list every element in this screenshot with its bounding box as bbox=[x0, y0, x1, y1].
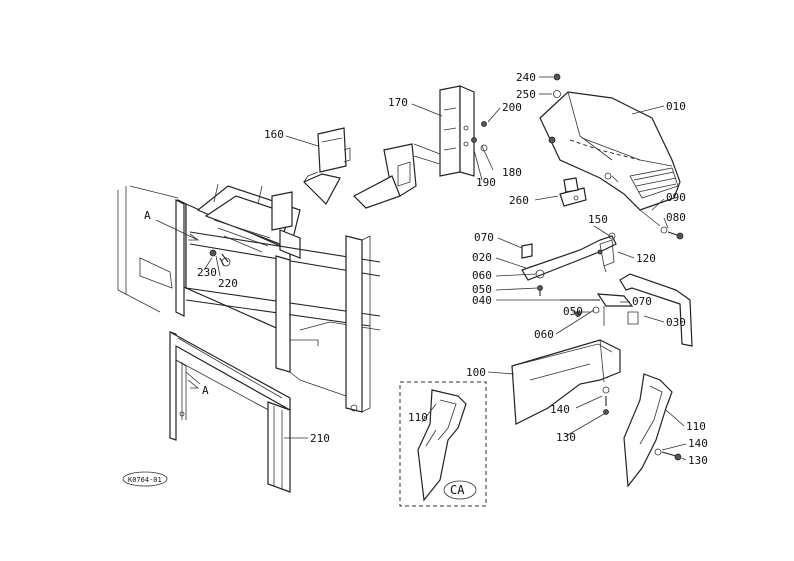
label-180: 180 bbox=[502, 166, 522, 179]
bracket-part-030 bbox=[619, 273, 693, 347]
label-190: 190 bbox=[476, 176, 496, 189]
bolt-part-240 bbox=[553, 73, 561, 98]
label-240: 240 bbox=[516, 71, 536, 84]
bracket-part-170 bbox=[352, 85, 488, 209]
label-170: 170 bbox=[388, 96, 408, 109]
clip-part-070 bbox=[521, 243, 533, 259]
label-160: 160 bbox=[264, 128, 284, 141]
label-250: 250 bbox=[516, 88, 536, 101]
cover-part-160 bbox=[302, 127, 351, 205]
label-070b: 070 bbox=[632, 295, 652, 308]
drawing-code: K0764-01 bbox=[128, 476, 162, 484]
bolt-part-080 bbox=[660, 226, 684, 240]
label-220: 220 bbox=[218, 277, 238, 290]
label-040: 040 bbox=[472, 294, 492, 307]
label-050b: 050 bbox=[563, 305, 583, 318]
label-200: 200 bbox=[502, 101, 522, 114]
label-030: 030 bbox=[666, 316, 686, 329]
variant-box-ca bbox=[399, 381, 487, 507]
panel-part-110 bbox=[623, 373, 682, 488]
variant-label-ca: CA bbox=[450, 483, 465, 497]
label-120: 120 bbox=[636, 252, 656, 265]
label-230: 230 bbox=[197, 266, 217, 279]
label-110b: 110 bbox=[408, 411, 428, 424]
panel-part-100 bbox=[511, 339, 621, 425]
label-110a: 110 bbox=[686, 420, 706, 433]
label-130a: 130 bbox=[556, 431, 576, 444]
label-060b: 060 bbox=[534, 328, 554, 341]
label-010: 010 bbox=[666, 100, 686, 113]
label-100: 100 bbox=[466, 366, 486, 379]
grille-part-210 bbox=[169, 331, 291, 493]
support-arm-part-020 bbox=[521, 232, 617, 281]
label-140a: 140 bbox=[550, 403, 570, 416]
label-210: 210 bbox=[310, 432, 330, 445]
part-labels: 240 250 010 170 200 160 180 190 260 090 … bbox=[128, 71, 708, 497]
label-050a: 050 bbox=[472, 283, 492, 296]
label-260: 260 bbox=[509, 194, 529, 207]
drawing-code-badge bbox=[122, 471, 168, 487]
label-020: 020 bbox=[472, 251, 492, 264]
ref-a-lower: A bbox=[202, 384, 209, 397]
ref-a-upper: A bbox=[144, 209, 151, 222]
label-090: 090 bbox=[666, 191, 686, 204]
label-060a: 060 bbox=[472, 269, 492, 282]
label-140b: 140 bbox=[688, 437, 708, 450]
main-frame-assembly bbox=[117, 183, 381, 413]
leader-lines bbox=[203, 76, 687, 461]
label-130b: 130 bbox=[688, 454, 708, 467]
label-070a: 070 bbox=[474, 231, 494, 244]
hood-part-010 bbox=[539, 91, 681, 227]
label-150: 150 bbox=[588, 213, 608, 226]
bracket-part-260 bbox=[559, 177, 587, 207]
label-080: 080 bbox=[666, 211, 686, 224]
